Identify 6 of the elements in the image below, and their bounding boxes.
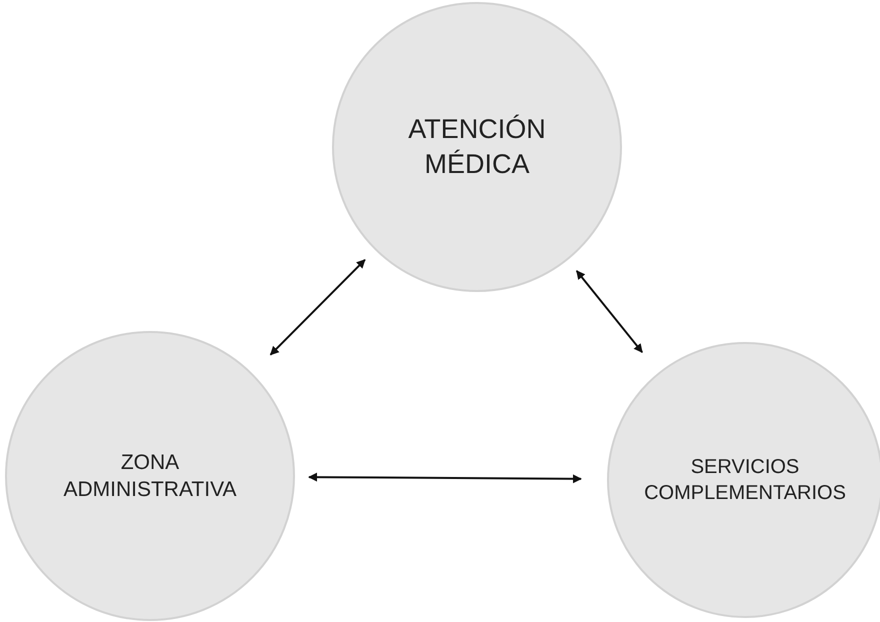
double-arrow (308, 472, 582, 484)
double-arrow (270, 259, 366, 356)
node-label: ZONA ADMINISTRATIVA (62, 450, 238, 503)
node-label: SERVICIOS COMPLEMENTARIOS (643, 455, 847, 506)
node-label: ATENCIÓN MÉDICA (407, 112, 547, 181)
double-arrow (576, 270, 643, 353)
